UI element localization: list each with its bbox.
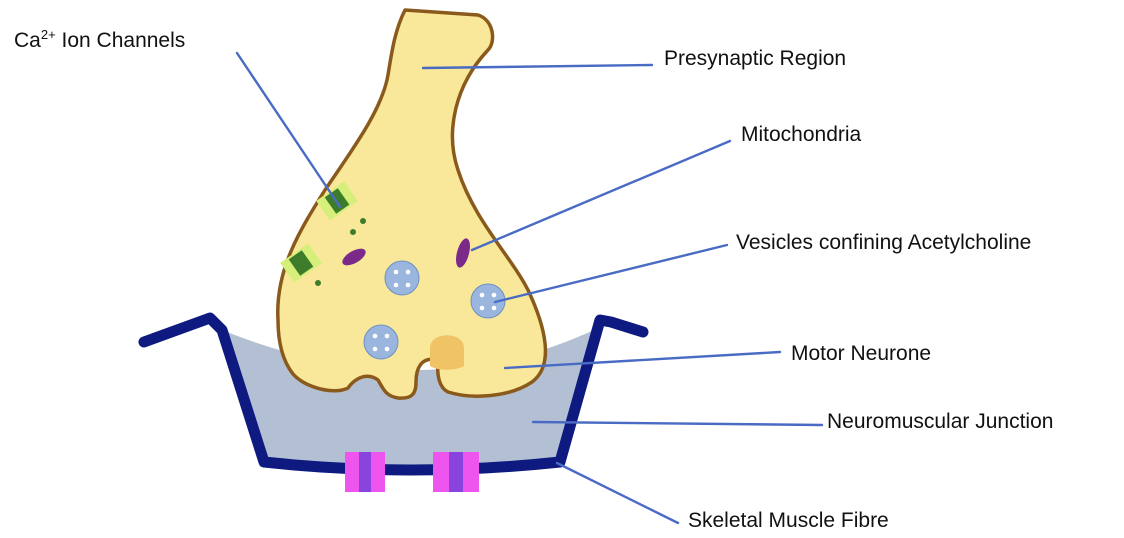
acetylcholine-receptor — [433, 452, 479, 492]
label-mitochondria: Mitochondria — [741, 123, 861, 147]
label-ca-superscript: 2+ — [41, 27, 56, 42]
vesicle — [364, 325, 398, 359]
calcium-ion — [315, 280, 321, 286]
acetylcholine-receptor — [345, 452, 385, 492]
label-motor-neurone: Motor Neurone — [791, 342, 931, 366]
label-ca-suffix: Ion Channels — [56, 29, 186, 52]
label-ca-ion-channels: Ca2+ Ion Channels — [14, 27, 185, 53]
label-neuromuscular-junction: Neuromuscular Junction — [827, 410, 1053, 434]
leader-line-skeletal-muscle-fibre — [557, 463, 678, 523]
label-vesicles: Vesicles confining Acetylcholine — [736, 231, 1031, 255]
calcium-ion — [360, 218, 366, 224]
leader-line-vesicles — [495, 245, 727, 302]
neuron-bud — [430, 335, 464, 370]
vesicle — [385, 261, 419, 295]
leader-line-neuromuscular-junction — [533, 422, 822, 425]
label-skeletal-muscle-fibre: Skeletal Muscle Fibre — [688, 509, 889, 533]
label-ca-prefix: Ca — [14, 29, 41, 52]
calcium-ion — [350, 229, 356, 235]
presynaptic-neuron — [278, 10, 546, 398]
label-presynaptic-region: Presynaptic Region — [664, 47, 846, 71]
leader-line-ca-ion-channels — [237, 53, 340, 207]
leader-line-mitochondria — [472, 141, 730, 250]
